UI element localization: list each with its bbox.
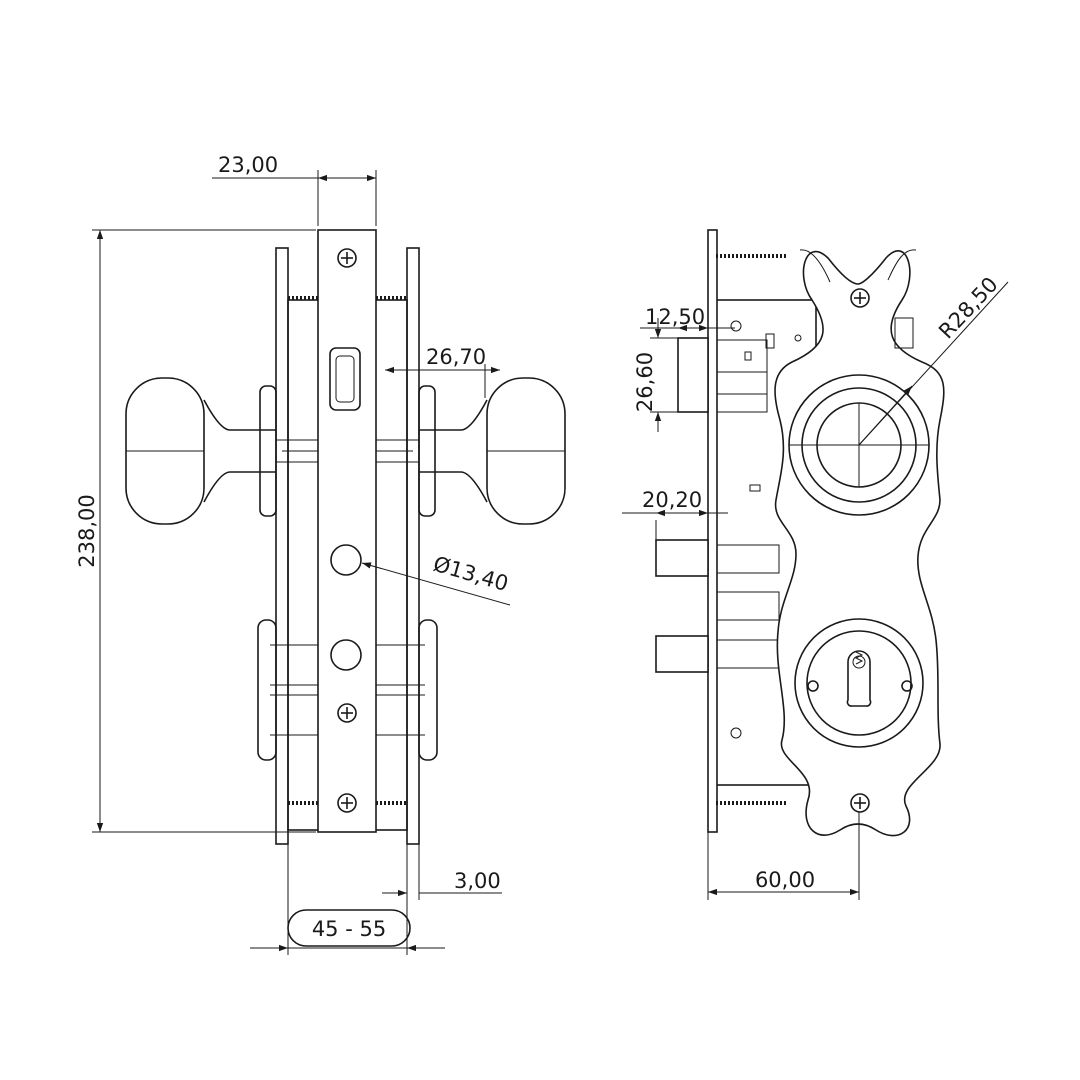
dim-latch-height: 26,60 xyxy=(633,352,657,412)
dim-bolt-projection: 20,20 xyxy=(642,488,702,512)
cylinder-hole xyxy=(330,639,362,671)
decorative-escutcheon xyxy=(774,250,945,837)
latch-opening xyxy=(329,347,361,411)
right-escutcheon-plate xyxy=(406,247,420,845)
forend-plate xyxy=(317,229,377,833)
left-escutcheon-plate xyxy=(275,247,289,845)
dim-overall-height: 238,00 xyxy=(75,494,99,567)
dim-face-width: 23,00 xyxy=(218,153,278,177)
dim-plate-thickness: 3,00 xyxy=(454,869,501,893)
left-knob xyxy=(125,377,277,525)
dim-backset: 60,00 xyxy=(755,868,815,892)
dim-hole-diameter: Ø13,40 xyxy=(431,552,511,596)
faceplate-screw-top xyxy=(337,248,357,268)
faceplate-screw-mid xyxy=(337,703,357,723)
latch-bolt xyxy=(677,337,709,413)
cylinder-rosette xyxy=(794,618,924,748)
escutcheon-screw-top xyxy=(850,288,870,308)
knob-rosette xyxy=(788,374,930,516)
dim-rosette-radius: R28,50 xyxy=(934,272,1003,343)
faceplate-screw-bottom xyxy=(337,793,357,813)
through-screws xyxy=(288,296,407,805)
door-thickness-box xyxy=(287,909,411,947)
dim-latch-offset: 12,50 xyxy=(645,305,705,329)
deadbolt-lower xyxy=(655,635,709,673)
dimension-lines xyxy=(92,170,1009,955)
front-view xyxy=(125,229,566,845)
dim-door-thickness: 45 - 55 xyxy=(312,917,386,941)
spindle-hole xyxy=(330,544,362,576)
rosette-screw-left xyxy=(807,680,819,692)
keyhole xyxy=(846,650,872,707)
deadbolt-upper xyxy=(655,539,709,577)
dim-knob-projection: 26,70 xyxy=(426,345,486,369)
side-faceplate xyxy=(707,229,718,833)
right-knob xyxy=(418,377,566,525)
rosette-screw-right xyxy=(901,680,913,692)
escutcheon-screw-bottom xyxy=(850,793,870,813)
